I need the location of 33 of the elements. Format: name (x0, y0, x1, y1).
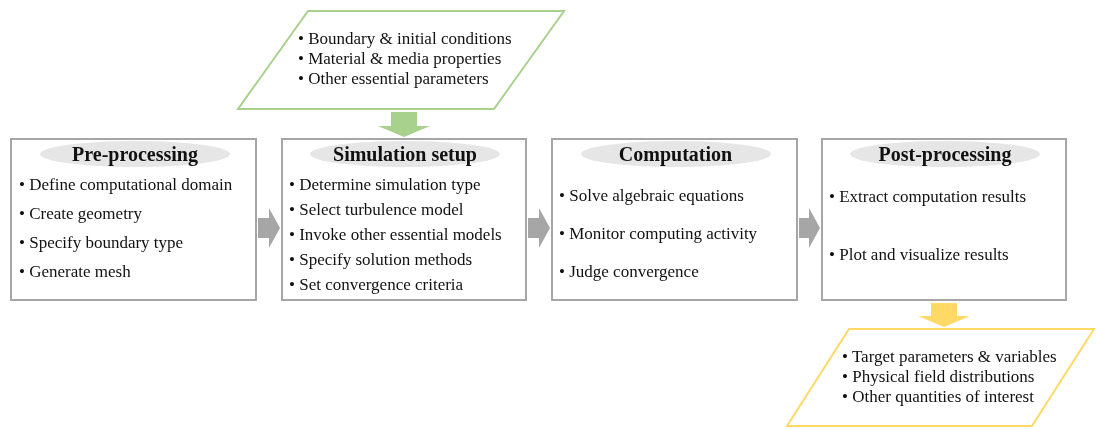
bullet-item: • Plot and visualize results (829, 245, 1010, 265)
bullet-item: • Other essential parameters (298, 69, 490, 89)
block-arrow (258, 208, 280, 248)
process-box (281, 138, 527, 301)
stage-heading: Post-processing (850, 141, 1040, 167)
bullet-item: • Generate mesh (19, 262, 132, 282)
bullet-item: • Define computational domain (19, 175, 234, 195)
process-box (10, 138, 257, 301)
block-arrow (378, 112, 430, 137)
bullet-item: • Other quantities of interest (842, 387, 1035, 407)
block-arrow (799, 208, 820, 248)
bullet-item: • Select turbulence model (289, 200, 465, 220)
process-box (821, 138, 1067, 301)
bullet-item: • Monitor computing activity (559, 224, 759, 244)
bullet-item: • Physical field distributions (842, 367, 1036, 387)
bullet-item: • Target parameters & variables (842, 347, 1058, 367)
bullet-item: • Set convergence criteria (289, 275, 465, 295)
stage-heading: Simulation setup (310, 141, 500, 167)
block-arrow (528, 208, 550, 248)
process-box (551, 138, 798, 301)
bullet-item: • Boundary & initial conditions (298, 29, 513, 49)
bullet-item: • Specify boundary type (19, 233, 185, 253)
bullet-item: • Extract computation results (829, 187, 1028, 207)
bullet-item: • Determine simulation type (289, 175, 482, 195)
bullet-item: • Create geometry (19, 204, 143, 224)
bullet-item: • Solve algebraic equations (559, 186, 745, 206)
bullet-item: • Judge convergence (559, 262, 700, 282)
bullet-item: • Material & media properties (298, 49, 503, 69)
block-arrow (918, 303, 970, 327)
bullet-item: • Invoke other essential models (289, 225, 503, 245)
bullet-item: • Specify solution methods (289, 250, 474, 270)
stage-heading: Pre-processing (40, 141, 230, 167)
stage-heading: Computation (580, 141, 771, 167)
